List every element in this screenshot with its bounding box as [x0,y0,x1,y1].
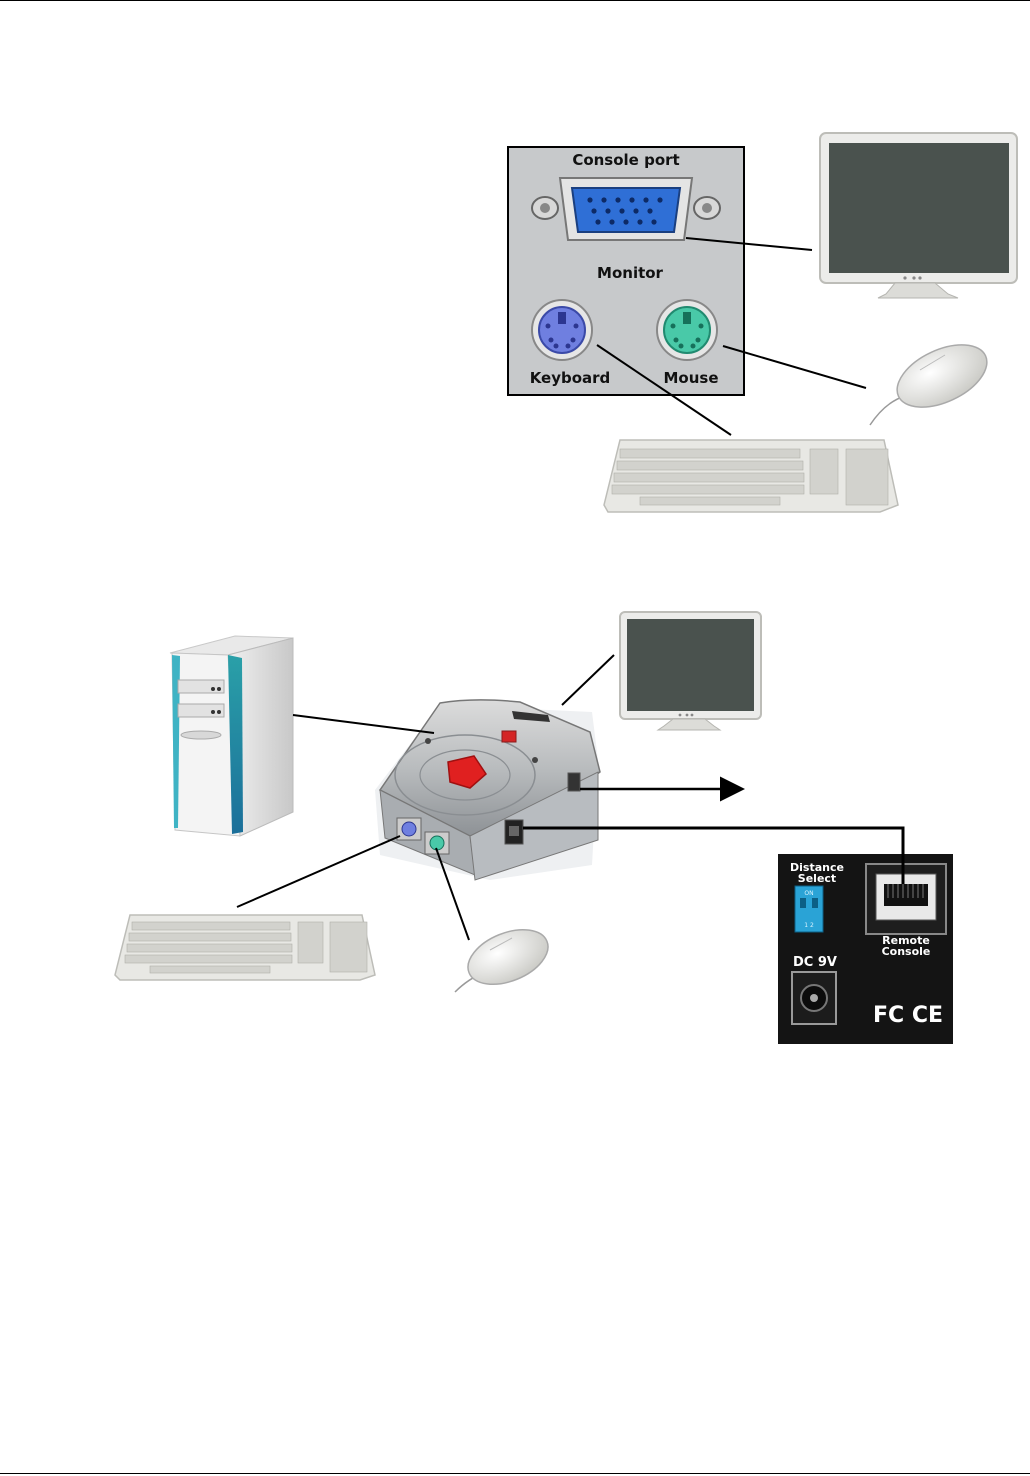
kvm-power-port-icon [568,773,580,791]
ps2-mouse-port-icon [657,300,717,360]
console-port-title: Console port [572,151,679,169]
monitor-icon [820,133,1017,298]
rj45-jack-icon [866,864,946,934]
mouse-port-label: Mouse [663,369,718,387]
certification-marks: FC CE [873,1003,943,1028]
dip-on-label: ON [804,890,813,897]
kvm-keyboard-port-icon [397,818,421,840]
distance-select-label-2: Select [798,872,836,885]
remote-console-panel: Distance Select ON 1 2 Remote Console DC… [778,854,953,1044]
remote-console-label-2: Console [882,945,931,958]
dip-numbers-label: 1 2 [804,922,814,929]
kvm-extender-device [375,700,600,880]
remote-monitor-icon [620,612,761,730]
local-keyboard-icon [115,915,375,980]
kvm-rj45-port-icon [505,820,523,844]
local-mouse-icon [455,919,556,995]
ps2-keyboard-port-icon [532,300,592,360]
dc-jack-icon [792,972,836,1024]
console-port-panel: Console port Monitor [508,147,744,395]
monitor-port-label: Monitor [597,264,664,282]
dc-power-label: DC 9V [793,955,837,970]
keyboard-port-label: Keyboard [530,369,611,387]
keyboard-icon [604,440,898,512]
dip-switch-icon: ON 1 2 [795,886,823,932]
mouse-icon [870,332,996,425]
computer-tower-icon [170,636,293,836]
